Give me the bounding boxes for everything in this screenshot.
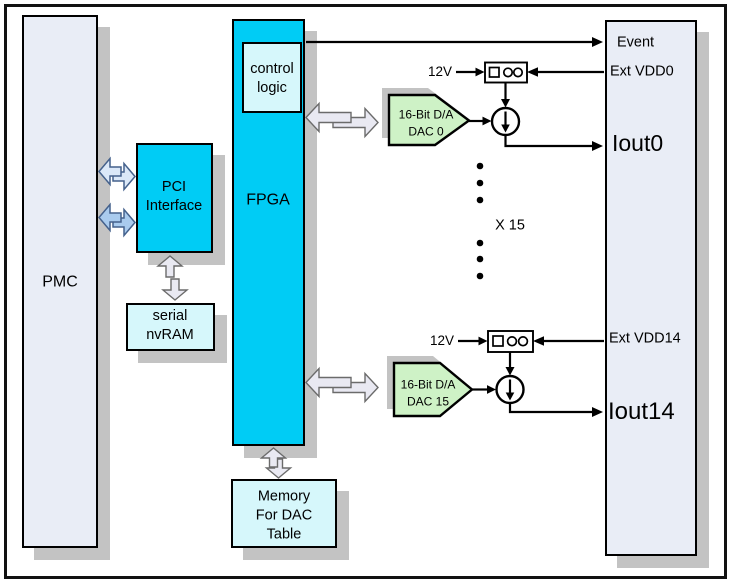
dac-memory-block xyxy=(231,479,337,548)
serial-nvram-block xyxy=(126,303,215,351)
control-logic-block xyxy=(242,42,302,113)
diagram-frame xyxy=(4,4,727,579)
io-connector-block xyxy=(605,20,697,556)
pin-ext-vdd0-label: Ext VDD0 xyxy=(610,63,674,80)
pin-event-label: Event xyxy=(617,34,655,51)
dac15-label: 16-Bit D/A DAC 15 xyxy=(400,377,456,409)
multiplier-label: X 15 xyxy=(495,217,525,234)
pci-interface-block xyxy=(136,143,213,253)
pci-label: PCI Interface xyxy=(145,178,203,214)
serial-nvram-label: serial nvRAM xyxy=(146,307,194,343)
dac-memory-label: Memory For DAC Table xyxy=(255,488,313,543)
pmc-block xyxy=(22,15,98,548)
pmc-label: PMC xyxy=(42,273,78,291)
fpga-label: FPGA xyxy=(246,191,290,209)
pin-iout0-label: Iout0 xyxy=(612,129,664,156)
supply14-label: 12V xyxy=(429,333,455,349)
control-logic-label: control logic xyxy=(250,60,294,96)
supply0-label: 12V xyxy=(427,64,453,80)
pin-ext-vdd14-label: Ext VDD14 xyxy=(609,330,681,347)
pin-iout14-label: Iout14 xyxy=(608,398,675,426)
dac0-label: 16-Bit D/A DAC 0 xyxy=(398,107,454,139)
